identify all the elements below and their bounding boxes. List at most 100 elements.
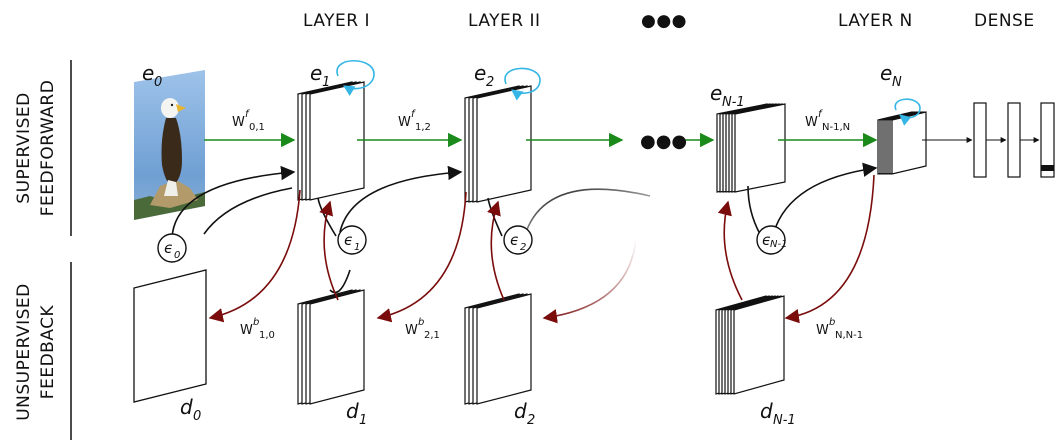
- svg-text:d: d: [346, 399, 359, 423]
- svg-text:2: 2: [520, 242, 526, 253]
- svg-text:FEEDFORWARD: FEEDFORWARD: [38, 80, 58, 217]
- svg-text:0: 0: [193, 409, 201, 424]
- label-d-n-1: d N-1: [760, 399, 796, 428]
- encoder-stack-n-1: [716, 103, 786, 193]
- svg-text:f: f: [411, 109, 416, 120]
- svg-text:1: 1: [354, 242, 360, 253]
- svg-text:W: W: [398, 115, 411, 130]
- feature-map-panel: [309, 81, 365, 201]
- svg-text:UNSUPERVISED: UNSUPERVISED: [14, 283, 34, 421]
- svg-text:e: e: [880, 61, 892, 85]
- svg-text:2: 2: [527, 413, 535, 428]
- label-d0: d 0: [180, 395, 201, 424]
- error-node-n-1: ϵ N-1: [756, 225, 787, 255]
- label-e1: e 1: [310, 61, 330, 90]
- middle-ellipsis: ●●●: [640, 131, 687, 152]
- label-e-n-1: e N-1: [710, 81, 745, 110]
- svg-text:1: 1: [322, 75, 330, 90]
- eagle-photo-icon: [134, 70, 205, 220]
- svg-text:f: f: [245, 109, 250, 120]
- feature-map-panel: [309, 289, 365, 405]
- label-e0: e 0: [142, 61, 162, 90]
- decoder-stack-2: [464, 293, 532, 405]
- feature-map-panel: [476, 85, 532, 203]
- svg-text:1,2: 1,2: [415, 122, 431, 133]
- header-dense: DENSE: [974, 11, 1035, 31]
- weight-forward-0-1: W f 0,1: [232, 109, 265, 133]
- svg-text:2,1: 2,1: [424, 330, 440, 341]
- svg-text:b: b: [829, 317, 835, 328]
- dense-layer-1: [973, 102, 987, 178]
- feature-map-panel: [733, 295, 785, 395]
- svg-text:d: d: [514, 399, 527, 423]
- encoder-stack-n: [877, 111, 927, 175]
- dense-layer-2: [1007, 102, 1021, 178]
- label-d2: d 2: [514, 399, 535, 428]
- encoder-stack-2: [464, 85, 532, 203]
- feature-map-panel: [476, 293, 532, 405]
- decoder-stack-1: [297, 289, 365, 405]
- svg-text:1: 1: [359, 413, 367, 428]
- svg-text:0,1: 0,1: [249, 122, 265, 133]
- svg-text:N-1: N-1: [773, 413, 796, 428]
- feature-map-panel: [734, 103, 786, 193]
- svg-text:e: e: [474, 61, 486, 85]
- side-label-supervised: SUPERVISED FEEDFORWARD: [14, 80, 58, 217]
- label-d1: d 1: [346, 399, 367, 428]
- svg-text:ϵ: ϵ: [510, 231, 519, 249]
- dense-layers: [922, 102, 1055, 178]
- svg-text:0: 0: [154, 75, 162, 90]
- header-layer-n: LAYER N: [838, 11, 913, 31]
- decoder-panel-0: [133, 269, 207, 403]
- svg-text:FEEDBACK: FEEDBACK: [38, 304, 58, 399]
- svg-text:0: 0: [174, 250, 180, 261]
- decoder-stack-n-1: [715, 295, 785, 395]
- error-node-1: ϵ 1: [337, 225, 367, 255]
- recurrent-loop-icon: [336, 59, 921, 126]
- error-node-0: ϵ 0: [157, 233, 187, 263]
- svg-text:N-1,N: N-1,N: [822, 122, 850, 133]
- weight-backward-2-1: W b 2,1: [405, 317, 440, 341]
- svg-text:d: d: [180, 395, 193, 419]
- weight-forward-1-2: W f 1,2: [398, 109, 431, 133]
- svg-text:W: W: [805, 115, 818, 130]
- weight-backward-n-n-1: W b N,N-1: [816, 317, 863, 341]
- svg-text:e: e: [710, 81, 722, 105]
- svg-text:SUPERVISED: SUPERVISED: [14, 92, 34, 203]
- svg-text:W: W: [405, 323, 418, 338]
- header-layer-2: LAYER II: [468, 11, 541, 31]
- svg-text:b: b: [418, 317, 424, 328]
- svg-text:1,0: 1,0: [259, 330, 275, 341]
- svg-text:e: e: [310, 61, 322, 85]
- svg-text:N,N-1: N,N-1: [835, 330, 863, 341]
- svg-text:f: f: [818, 109, 823, 120]
- svg-text:ϵ: ϵ: [762, 231, 771, 249]
- svg-text:d: d: [760, 399, 773, 423]
- header-layer-1: LAYER I: [303, 11, 370, 31]
- svg-text:e: e: [142, 61, 154, 85]
- svg-text:N: N: [892, 75, 902, 90]
- svg-text:N-1: N-1: [770, 239, 787, 250]
- svg-text:W: W: [240, 323, 253, 338]
- svg-text:W: W: [232, 115, 245, 130]
- svg-text:ϵ: ϵ: [164, 239, 173, 257]
- dense-output-unit: [1041, 165, 1054, 171]
- svg-text:W: W: [816, 323, 829, 338]
- svg-text:b: b: [253, 317, 259, 328]
- side-label-unsupervised: UNSUPERVISED FEEDBACK: [14, 283, 58, 421]
- dense-layer-output: [1040, 102, 1055, 178]
- lateral-connections: [171, 162, 878, 294]
- feature-map-panel: [891, 111, 927, 175]
- error-node-2: ϵ 2: [503, 225, 533, 255]
- svg-text:N-1: N-1: [722, 95, 745, 110]
- svg-text:ϵ: ϵ: [344, 231, 353, 249]
- encoder-stack-1: [297, 81, 365, 201]
- svg-text:2: 2: [486, 75, 494, 90]
- label-e2: e 2: [474, 61, 494, 90]
- weight-forward-n-1-n: W f N-1,N: [805, 109, 850, 133]
- header-ellipsis: ●●●: [641, 11, 687, 31]
- label-e-n: e N: [880, 61, 902, 90]
- backward-connections: [208, 174, 875, 324]
